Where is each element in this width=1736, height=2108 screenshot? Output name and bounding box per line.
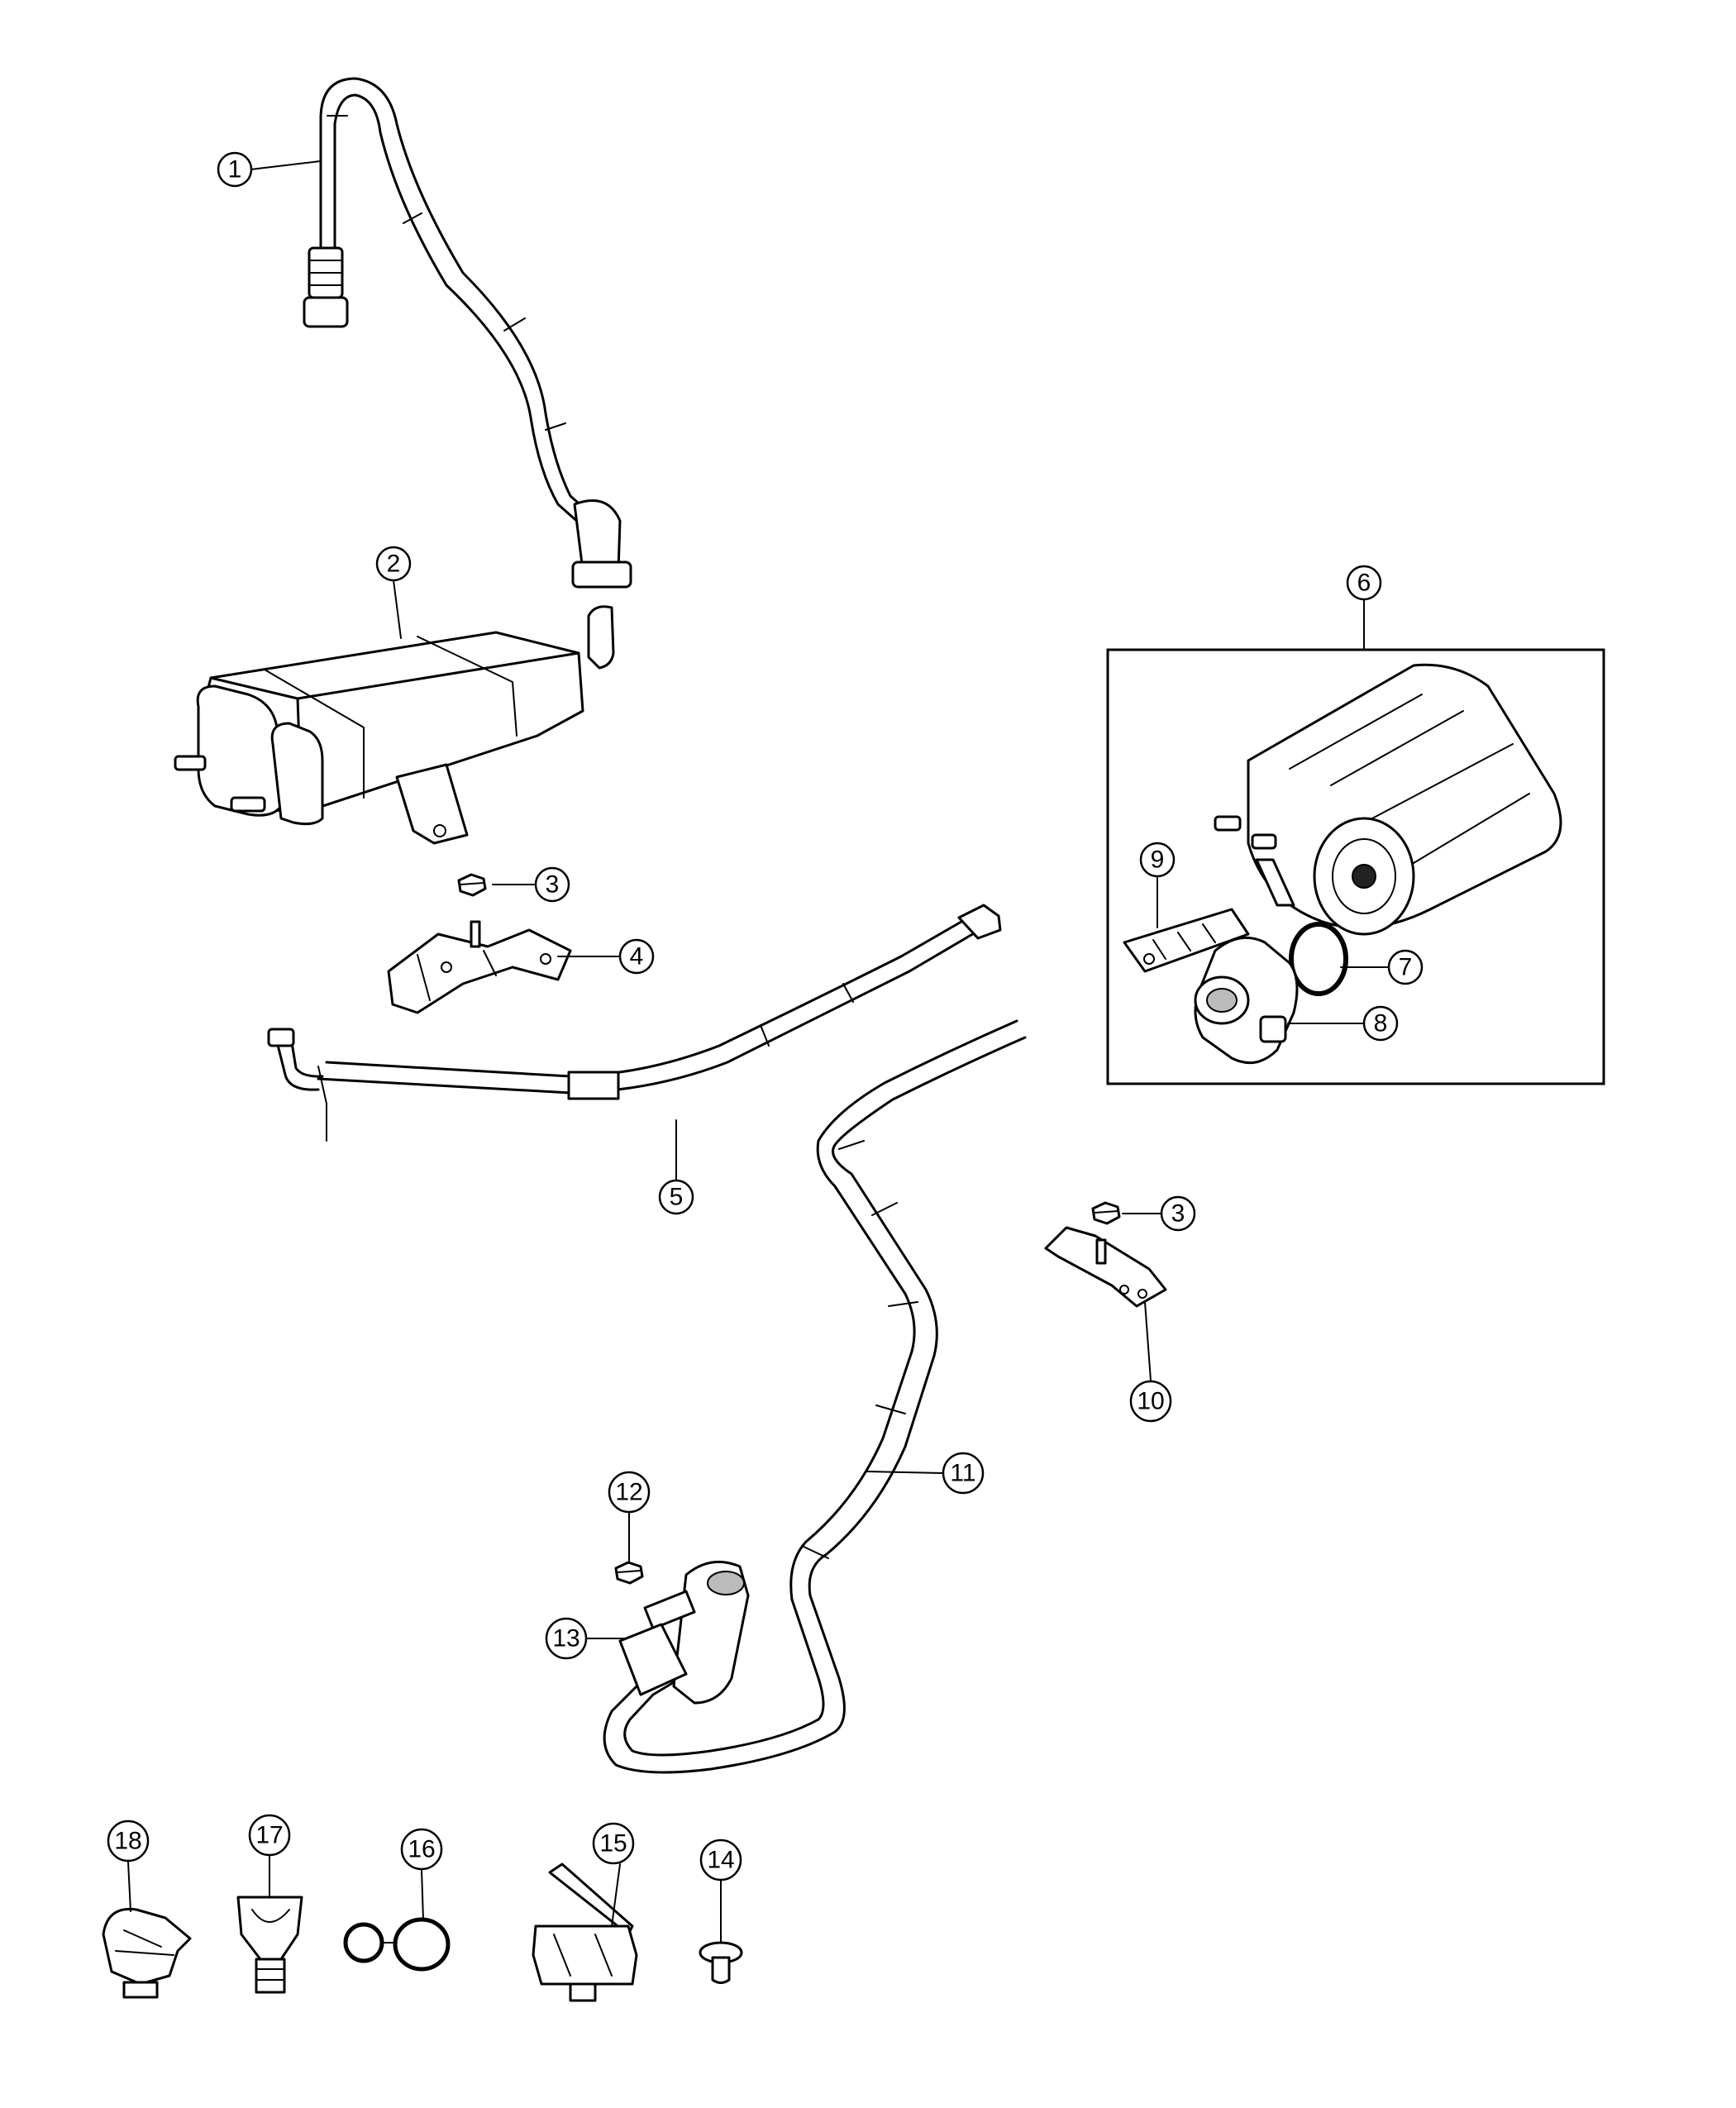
valve-part-8 (1194, 936, 1299, 1065)
callout-12-label: 12 (615, 1479, 642, 1506)
callout-17-label: 17 (255, 1822, 283, 1849)
vapor-hose-part-1 (303, 77, 632, 589)
callout-2-label: 2 (387, 551, 401, 578)
clip-part-18 (102, 1907, 192, 1999)
hose-part-11 (603, 1019, 1027, 1774)
callout-16-label: 16 (408, 1836, 435, 1863)
nut-part-3b (1091, 1201, 1121, 1225)
callout-18-label: 18 (114, 1828, 141, 1855)
bracket-part-4 (387, 920, 572, 1014)
bracket-part-10 (1044, 1226, 1167, 1308)
callout-15: 15 (592, 1822, 635, 1865)
callout-12: 12 (608, 1471, 651, 1514)
callout-14: 14 (699, 1839, 742, 1881)
canister-assembly-part-6 (1106, 648, 1605, 1085)
callout-1-label: 1 (228, 156, 242, 184)
clip-part-15 (532, 1862, 638, 2002)
callout-5: 5 (658, 1179, 694, 1215)
callout-2: 2 (375, 546, 412, 582)
clip-part-17 (236, 1896, 303, 1994)
callout-10-label: 10 (1137, 1388, 1164, 1415)
nut-part-3a (457, 873, 487, 897)
filter-plate-part-9 (1123, 908, 1250, 973)
hose-part-5 (267, 904, 1002, 1142)
hose-clamp-part-16 (343, 1917, 451, 1972)
nut-part-12 (614, 1561, 644, 1585)
callout-15-label: 15 (599, 1830, 627, 1858)
callout-11: 11 (942, 1452, 985, 1495)
callout-16: 16 (400, 1828, 443, 1871)
callout-8: 8 (1362, 1005, 1399, 1042)
callout-11-label: 11 (950, 1460, 975, 1487)
callout-6-label: 6 (1357, 570, 1371, 597)
callout-14-label: 14 (707, 1847, 734, 1874)
callout-6: 6 (1346, 565, 1382, 601)
o-ring-part-7 (1289, 922, 1348, 996)
callout-5-label: 5 (670, 1184, 684, 1211)
callout-3b: 3 (1160, 1195, 1196, 1232)
callout-4-label: 4 (630, 943, 644, 971)
callout-9: 9 (1139, 842, 1176, 878)
callout-13: 13 (545, 1617, 588, 1660)
callout-8-label: 8 (1374, 1010, 1388, 1037)
callout-3b-label: 3 (1171, 1200, 1185, 1228)
callout-3a-label: 3 (546, 871, 560, 899)
callout-7-label: 7 (1399, 954, 1413, 981)
callout-4: 4 (618, 938, 655, 975)
callout-7: 7 (1387, 949, 1424, 985)
filter-part-13 (618, 1560, 750, 1705)
evap-canister-part-2 (174, 605, 615, 845)
callout-17: 17 (248, 1814, 291, 1857)
callout-10: 10 (1129, 1380, 1172, 1423)
callout-3a: 3 (534, 866, 570, 903)
callout-13-label: 13 (552, 1625, 579, 1653)
leader-lines (127, 160, 1390, 1943)
callout-1: 1 (217, 151, 253, 188)
push-pin-part-14 (699, 1941, 743, 1984)
callout-18: 18 (107, 1819, 150, 1862)
callout-9-label: 9 (1151, 847, 1165, 874)
